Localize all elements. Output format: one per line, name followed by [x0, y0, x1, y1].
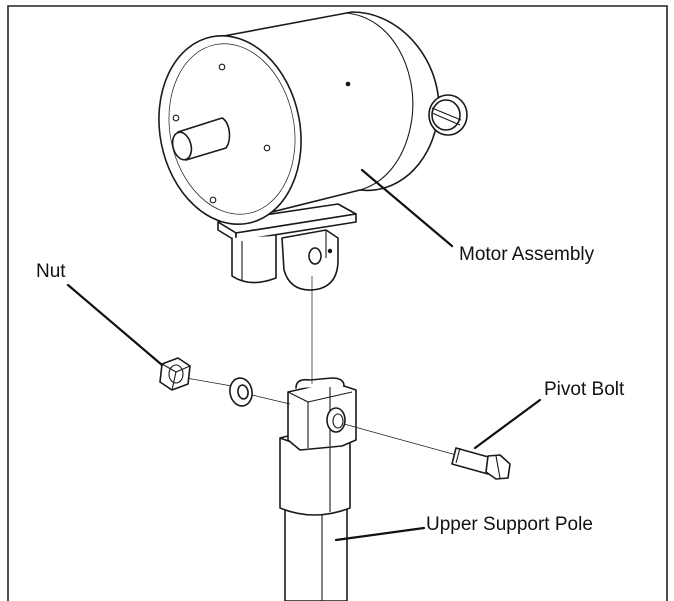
leader-motor-assembly [360, 168, 454, 248]
bolt-axis-line [251, 394, 291, 405]
bolt-axis-line [185, 377, 233, 387]
pivot-bolt [451, 447, 511, 480]
face-screw-hole [263, 144, 271, 152]
upper-support-pole [279, 377, 357, 601]
terminal-cap [428, 94, 468, 136]
motor-shaft [171, 117, 231, 161]
label-pivot-bolt: Pivot Bolt [544, 379, 625, 400]
motor-assembly [158, 11, 468, 291]
face-screw-hole [209, 196, 217, 204]
washer [229, 377, 253, 407]
leader-nut [66, 283, 164, 367]
clevis-hole [326, 407, 346, 433]
motor-end-cap-seam [344, 12, 414, 192]
leader-pivot-bolt [473, 398, 542, 450]
label-motor-assembly: Motor Assembly [459, 244, 595, 265]
motor-front-face [158, 34, 302, 226]
motor-mount-bracket [217, 203, 357, 291]
bolt-axis-line [343, 423, 461, 457]
face-screw-hole [218, 63, 226, 71]
nut [159, 357, 191, 391]
label-nut: Nut [36, 261, 66, 282]
housing-dot [345, 81, 351, 87]
label-upper-support-pole: Upper Support Pole [426, 514, 593, 535]
face-screw-hole [172, 114, 180, 122]
leader-upper-support-pole [334, 526, 426, 542]
diagram-frame [7, 5, 668, 601]
